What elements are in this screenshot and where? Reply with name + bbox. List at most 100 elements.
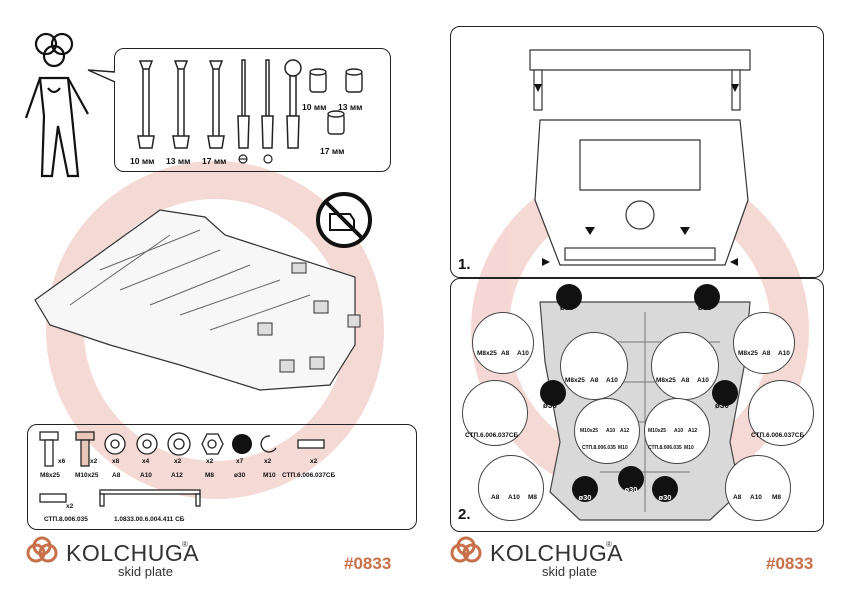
screwdriver-icon: [237, 59, 302, 164]
person-icon: [24, 32, 89, 178]
count-stp8: x2: [66, 503, 74, 510]
callout-inner-right-text-1: A8: [681, 377, 690, 384]
count-m8x25: x6: [58, 458, 66, 465]
registered-mark: ®: [182, 540, 188, 549]
plug-mid-left: [540, 380, 566, 406]
brand-name-right: KOLCHUGA: [490, 540, 624, 566]
callout-center-left-text-0: M10x25: [580, 428, 599, 434]
callout-center-left-text-2: A12: [620, 428, 630, 434]
plug-bottom-1: [572, 476, 598, 502]
callout-mid-right: [748, 380, 814, 446]
callout-inner-right: [651, 332, 719, 400]
callout-bottom-right-text-0: A8: [733, 494, 742, 501]
count-a10: x4: [142, 458, 150, 465]
callout-top-left-text-1: A8: [501, 350, 510, 357]
wrench-label-17: 17 мм: [202, 156, 227, 166]
callout-center-left: [574, 398, 640, 464]
callout-top-right: [733, 312, 795, 374]
label-m8x25: M8x25: [40, 472, 60, 479]
callout-mid-left-text: СТП.6.006.037СБ: [465, 432, 519, 439]
callout-center-right: [644, 398, 710, 464]
socket-icon: [309, 68, 363, 135]
count-stp6: x2: [310, 458, 318, 465]
registered-mark-right: ®: [606, 540, 612, 549]
callout-bottom-right-text-2: M8: [772, 494, 782, 501]
label-a10: A10: [140, 472, 152, 479]
callout-center-left-text-4: M10: [618, 445, 628, 451]
count-a8: x8: [112, 458, 120, 465]
plug-bottom-3: [652, 476, 678, 502]
callout-bottom-right: [725, 455, 791, 521]
skid-plate-exploded-drawing: [34, 209, 361, 391]
callout-mid-left: [462, 380, 528, 446]
count-m10: x2: [264, 458, 272, 465]
plug-mid-right-label: ø30: [715, 401, 729, 410]
socket-label-17: 17 мм: [320, 146, 345, 156]
socket-label-10: 10 мм: [302, 102, 327, 112]
brand-sub-right: skid plate: [542, 564, 597, 579]
plug-top-right: [694, 284, 720, 310]
no-engine-running-icon: [316, 192, 372, 248]
plug-bottom-1-label: ø30: [578, 493, 592, 502]
label-a8: A8: [112, 472, 121, 479]
kolchuga-logo-icon-right: [450, 536, 482, 563]
callout-center-right-text-3: СТП.8.006.035: [648, 445, 682, 451]
label-m8: M8: [205, 472, 215, 479]
callout-center-right-text-1: A10: [674, 428, 684, 434]
plug-mid-left-label: ø30: [543, 401, 557, 410]
wrench-label-10: 10 мм: [130, 156, 155, 166]
callout-mid-right-text: СТП.6.006.037СБ: [751, 432, 805, 439]
callout-top-right-text-1: A8: [762, 350, 771, 357]
plug-bottom-2: [618, 466, 644, 492]
label-m10: M10: [263, 472, 276, 479]
plug-top-right-label: ø30: [698, 303, 712, 312]
label-o30: ø30: [234, 472, 246, 479]
step2-panel: [450, 278, 824, 532]
callout-center-right-text-4: M10: [684, 445, 694, 451]
callout-top-right-text-0: M8x25: [738, 350, 758, 357]
count-o30: x7: [236, 458, 244, 465]
callout-center-right-text-0: M10x25: [648, 428, 667, 434]
step-1-label: 1.: [458, 256, 471, 273]
open-wrench-icon: [137, 60, 225, 149]
callout-inner-left-text-0: M8x25: [565, 377, 585, 384]
socket-label-13: 13 мм: [338, 102, 363, 112]
plug-mid-right: [712, 380, 738, 406]
label-stp8: СТП.8.006.035: [44, 516, 88, 523]
callout-inner-right-text-0: M8x25: [656, 377, 676, 384]
step-2-label: 2.: [458, 506, 471, 523]
chassis-drawing: [529, 49, 751, 266]
brand-name: KOLCHUGA: [66, 540, 200, 566]
callout-bottom-left-text-1: A10: [508, 494, 520, 501]
parts-icons: [39, 431, 325, 507]
callout-inner-left-text-2: A10: [606, 377, 618, 384]
callout-top-left-text-2: A10: [517, 350, 529, 357]
count-m10x25: x2: [90, 458, 98, 465]
callout-center-left-text-1: A10: [606, 428, 616, 434]
product-code-right: #0833: [766, 554, 814, 573]
tools-panel: [114, 48, 391, 172]
plug-bottom-3-label: ø30: [658, 493, 672, 502]
plug-top-left: [556, 284, 582, 310]
callout-bottom-right-text-1: A10: [750, 494, 762, 501]
callout-center-right-text-2: A12: [688, 428, 698, 434]
plug-top-left-label: ø30: [560, 303, 574, 312]
callout-top-left: [472, 312, 534, 374]
step1-panel: [450, 26, 824, 278]
count-a12: x2: [174, 458, 182, 465]
callout-top-right-text-2: A10: [778, 350, 790, 357]
callout-inner-left-text-1: A8: [590, 377, 599, 384]
label-1-0833: 1.0833.00.6.004.411 СБ: [114, 516, 185, 523]
product-code: #0833: [344, 554, 392, 573]
callout-bottom-left-text-2: M8: [528, 494, 538, 501]
brand-sub: skid plate: [118, 564, 173, 579]
callout-inner-left: [560, 332, 628, 400]
callout-bottom-left-text-0: A8: [491, 494, 500, 501]
wrench-label-13: 13 мм: [166, 156, 191, 166]
callout-inner-right-text-2: A10: [697, 377, 709, 384]
callout-pointer: [87, 69, 116, 83]
callout-center-left-text-3: СТП.8.006.035: [582, 445, 616, 451]
count-m8: x2: [206, 458, 214, 465]
label-m10x25: M10x25: [75, 472, 99, 479]
label-a12: A12: [171, 472, 183, 479]
